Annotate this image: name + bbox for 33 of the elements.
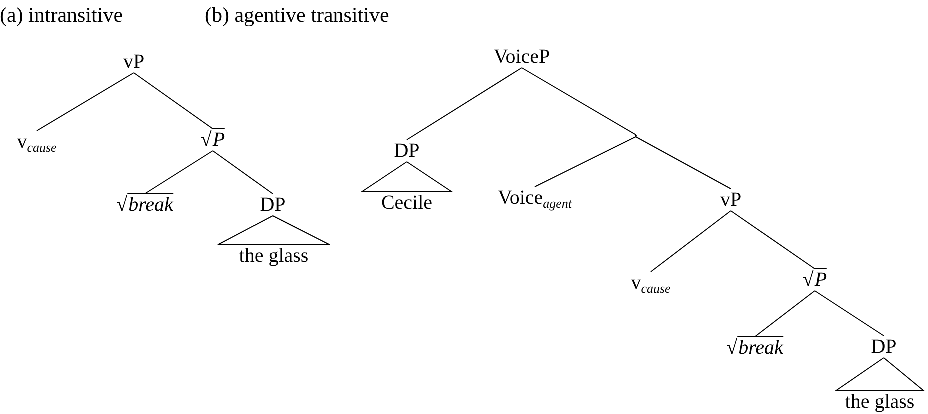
tree-node-label: √P <box>802 269 828 291</box>
tree-node-label: Cecile <box>381 192 433 214</box>
triangle-connector <box>218 215 330 246</box>
tree-node-label: √P <box>200 129 226 151</box>
tree-branch <box>522 68 636 136</box>
tree-node-label: vP <box>123 51 145 73</box>
tree-node-label: DP <box>394 140 420 162</box>
tree-node-label: VoiceP <box>494 46 550 68</box>
tree-branch <box>814 290 884 336</box>
panel-title: (b) agentive transitive <box>205 3 390 27</box>
triangle-connector <box>834 357 926 392</box>
tree-node-label: the glass <box>239 245 309 267</box>
tree-branch <box>406 68 522 140</box>
tree-node-label: DP <box>871 336 897 358</box>
panel-title: (a) intransitive <box>0 3 124 27</box>
tree-node-label: Voice$_{agent}$ <box>498 187 572 209</box>
tree-node-label: v$_{cause}$ <box>631 272 671 294</box>
tree-branch <box>650 210 732 272</box>
tree-node-label: vP <box>720 189 742 211</box>
tree-branch <box>212 150 274 194</box>
tree-node-label: DP <box>260 194 286 216</box>
tree-branch <box>144 150 214 194</box>
tree-branch <box>134 72 214 130</box>
tree-node-label: the glass <box>845 391 915 413</box>
tree-branch <box>36 72 134 132</box>
tree-node-label: √break <box>116 194 174 216</box>
tree-branch <box>754 290 816 338</box>
tree-branch <box>534 136 636 188</box>
triangle-connector <box>360 161 454 192</box>
tree-node-label: v$_{cause}$ <box>17 131 57 153</box>
tree-branch <box>636 136 732 190</box>
tree-node-label: √break <box>726 337 784 359</box>
tree-branch <box>730 210 816 270</box>
